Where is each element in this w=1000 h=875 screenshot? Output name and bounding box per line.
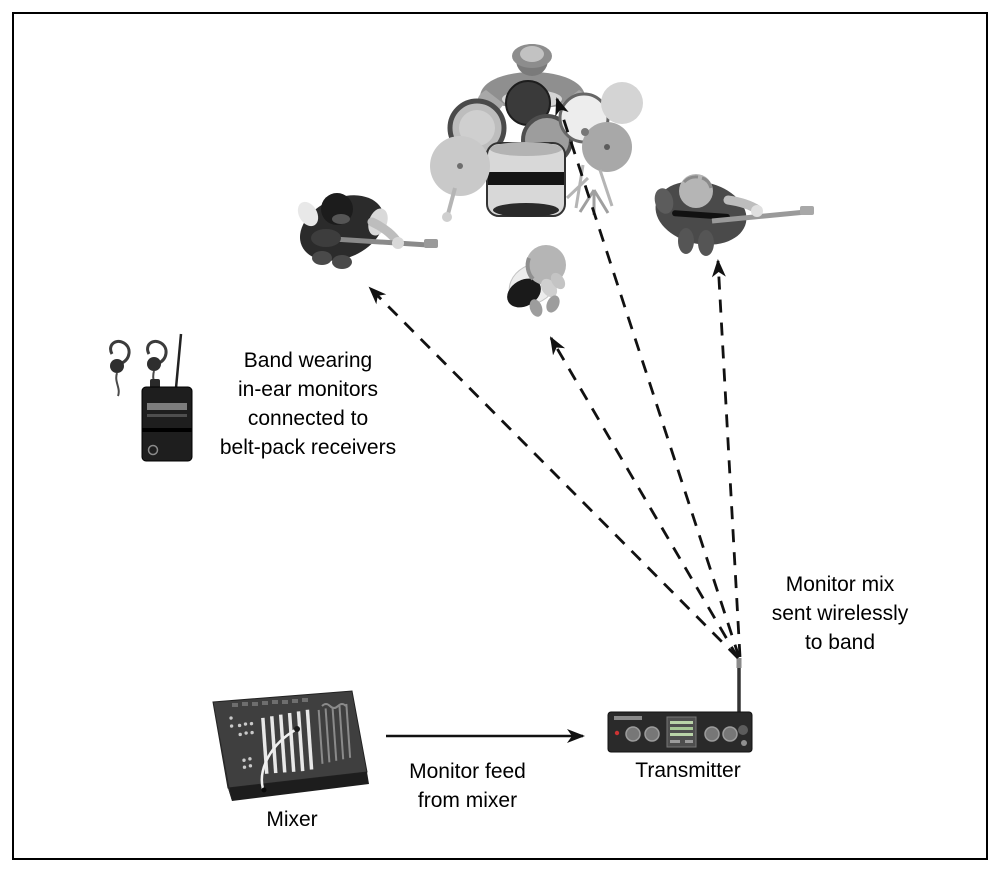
knob (704, 726, 720, 742)
drummer-with-drum-kit (430, 44, 643, 222)
guitarist-right (654, 174, 814, 256)
singer (507, 245, 566, 317)
knob (722, 726, 738, 742)
bass-drum (486, 142, 566, 217)
belt-pack-antenna (174, 333, 183, 389)
wireless-arrow-to-guitarist-right (711, 259, 742, 658)
guitarist-left (297, 193, 438, 269)
wireless-caption: Monitor mix sent wirelessly to band (771, 573, 909, 654)
knob (625, 726, 641, 742)
monitor-feed-caption: Monitor feed from mixer (409, 760, 526, 812)
wireless-arrow-to-singer (549, 336, 740, 659)
power-led (614, 730, 620, 736)
band-caption: Band wearing in-ear monitors connected t… (219, 349, 397, 459)
crash-cymbal-right (601, 82, 643, 124)
mixer-faders (229, 703, 352, 774)
belt-pack-receiver (141, 333, 193, 462)
mixer-console (212, 690, 369, 801)
diagram-border (12, 12, 988, 860)
knob (644, 726, 660, 742)
mixer-cable (260, 727, 298, 790)
wireless-arrows (368, 97, 742, 659)
mixer-label: Mixer (266, 808, 318, 831)
antenna-jack (738, 725, 748, 735)
guitarist-right-head (679, 174, 713, 208)
transmitter-label: Transmitter (635, 759, 741, 782)
transmitter-unit (607, 658, 753, 753)
wireless-arrow-to-drummer (555, 97, 741, 658)
wireless-arrow-to-guitarist-left (368, 286, 739, 659)
